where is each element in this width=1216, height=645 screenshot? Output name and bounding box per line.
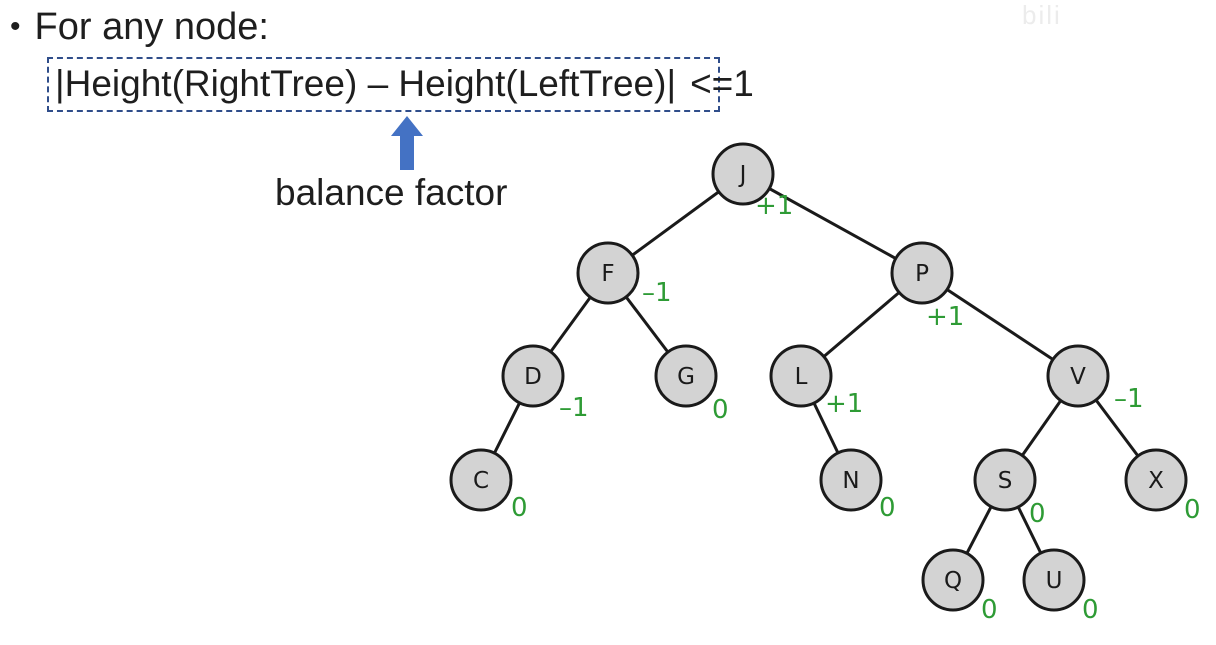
balance-factor-value: –1 — [1114, 384, 1144, 414]
tree-node-f: F –1 — [576, 241, 672, 308]
node-circle — [711, 142, 775, 206]
node-circle — [576, 241, 640, 305]
node-label: U — [1046, 568, 1063, 594]
node-label: D — [524, 364, 542, 390]
balance-factor-value: 0 — [981, 595, 998, 625]
node-label: F — [601, 261, 614, 287]
node-circle — [769, 344, 833, 408]
balance-formula: |Height(RightTree) – Height(LeftTree)| <=… — [55, 60, 754, 108]
balance-factor-value: –1 — [642, 278, 672, 308]
node-label: S — [998, 468, 1013, 494]
node-label: X — [1148, 468, 1164, 494]
edge-j-p — [742, 172, 923, 275]
balance-factor-label: balance factor — [275, 172, 508, 213]
node-label: N — [842, 468, 859, 494]
formula-constraint: <=1 — [690, 63, 754, 104]
tree-node-s: S0 — [973, 448, 1046, 529]
balance-factor-value: 0 — [879, 493, 896, 523]
balance-factor-value: 0 — [712, 395, 729, 425]
node-label: V — [1070, 364, 1086, 390]
balance-factor-value: 0 — [1082, 595, 1099, 625]
node-circle — [973, 448, 1037, 512]
bullet-line: • For any node: — [10, 4, 269, 50]
node-circle — [1046, 344, 1110, 408]
node-label: L — [795, 364, 808, 390]
balance-factor-value: 0 — [1029, 499, 1046, 529]
tree-node-v: V –1 — [1046, 344, 1144, 414]
node-circle — [449, 448, 513, 512]
bullet-dot-icon: • — [10, 10, 21, 43]
tree-node-p: P +1 — [890, 241, 964, 332]
tree-node-d: D –1 — [501, 344, 589, 423]
node-label: J — [738, 162, 747, 188]
tree-node-u: U0 — [1022, 548, 1099, 625]
balance-factor-value: –1 — [559, 393, 589, 423]
up-arrow-icon — [391, 116, 423, 170]
node-circle — [890, 241, 954, 305]
tree-node-l: L +1 — [769, 344, 863, 419]
node-circle — [1022, 548, 1086, 612]
node-circle — [819, 448, 883, 512]
balance-factor-value: +1 — [755, 191, 793, 221]
balance-factor-value: +1 — [926, 302, 964, 332]
tree-node-n: N0 — [819, 448, 896, 523]
bullet-text: For any node: — [34, 6, 269, 48]
node-label: P — [915, 261, 929, 287]
tree-node-g: G0 — [654, 344, 729, 425]
balance-factor-value: 0 — [1184, 495, 1201, 525]
tree-node-c: C0 — [449, 448, 528, 523]
tree-node-q: Q0 — [921, 548, 998, 625]
node-circle — [1124, 448, 1188, 512]
formula-expression: |Height(RightTree) – Height(LeftTree)| — [55, 63, 677, 104]
node-label: G — [677, 364, 695, 390]
node-circle — [654, 344, 718, 408]
tree-node-j: J +1 — [711, 142, 793, 221]
watermark-logo: bili — [1022, 0, 1062, 30]
node-circle — [501, 344, 565, 408]
node-label: Q — [944, 568, 962, 594]
node-circle — [921, 548, 985, 612]
balance-factor-value: +1 — [825, 389, 863, 419]
tree-node-x: X0 — [1124, 448, 1201, 525]
formula-dashed-box — [47, 57, 720, 112]
balance-factor-value: 0 — [511, 493, 528, 523]
node-label: C — [473, 468, 489, 494]
